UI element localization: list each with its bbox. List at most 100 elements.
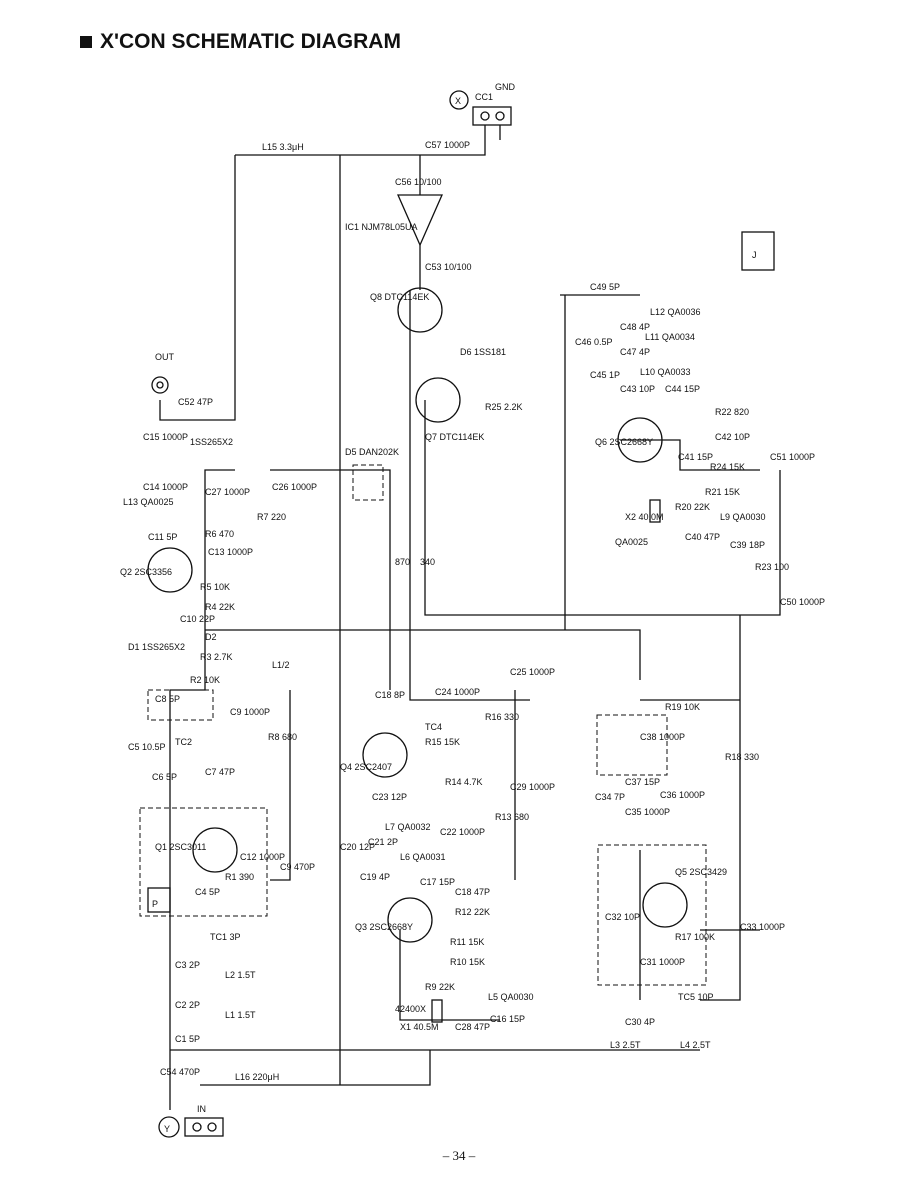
c36-label: C36 1000P [660, 790, 705, 800]
q1-label: Q1 2SC3011 [155, 842, 206, 852]
c52-label: C52 47P [178, 397, 213, 407]
r5-label: R5 10K [200, 582, 230, 592]
x2-label: X2 40.0M [625, 512, 664, 522]
d5-box [352, 464, 384, 501]
tc5-label: TC5 10P [678, 992, 714, 1002]
q3-emitter-wire [399, 930, 500, 1021]
q7-branch-wire [424, 400, 781, 616]
c12-label: C12 1000P [240, 852, 285, 862]
c39-label: C39 18P [730, 540, 765, 550]
r11-label: R11 15K [450, 937, 484, 947]
c29-label: C29 1000P [510, 782, 555, 792]
l13-label: L13 QA0025 [123, 497, 174, 507]
c8-shield-box [147, 689, 214, 721]
c38-shield-box [596, 714, 668, 776]
c15-label: C15 1000P [143, 432, 188, 442]
c6-label: C6 5P [152, 772, 177, 782]
c45-label: C45 1P [590, 370, 620, 380]
r17-label: R17 100K [675, 932, 715, 942]
d5-label: D5 DAN202K [345, 447, 399, 457]
q7-transistor [415, 377, 461, 423]
j-section-box [741, 231, 775, 271]
r3-label: R3 2.7K [200, 652, 233, 662]
l11-label: L11 QA0034 [645, 332, 695, 342]
c46-label: C46 0.5P [575, 337, 613, 347]
q8-label: Q8 DTC114EK [370, 292, 429, 302]
q6-emitter-wire [620, 439, 760, 471]
top-supply-wire [235, 125, 486, 156]
c43-label: C43 10P [620, 384, 655, 394]
x1-crystal [431, 999, 443, 1023]
c10-label: C10 22P [180, 614, 215, 624]
q2-label: Q2 2SC3356 [120, 567, 172, 577]
section-y-label: Y [164, 1124, 170, 1134]
output-wire [159, 155, 236, 421]
c5-label: C5 10.5P [128, 742, 166, 752]
c13-label: C13 1000P [208, 547, 253, 557]
r15-label: R15 15K [425, 737, 460, 747]
c17-label: C17 15P [420, 877, 455, 887]
in-pin-1 [192, 1122, 202, 1132]
q5-transistor [642, 882, 688, 928]
r16-label: R16 330 [485, 712, 519, 722]
d2-label: D2 [205, 632, 217, 642]
ic1-label: IC1 NJM78L05UA [345, 222, 418, 232]
q3-label: Q3 2SC2668Y [355, 922, 413, 932]
c30-label: C30 4P [625, 1017, 655, 1027]
x1-label: X1 40.5M [400, 1022, 439, 1032]
section-x-label: X [455, 96, 461, 106]
l9-label: L9 QA0030 [720, 512, 766, 522]
c51-label: C51 1000P [770, 452, 815, 462]
page-number: – 34 – [442, 1148, 476, 1163]
c48-label: C48 4P [620, 322, 650, 332]
r4-label: R4 22K [205, 602, 235, 612]
c41-label: C41 15P [678, 452, 713, 462]
c24-label: C24 1000P [435, 687, 480, 697]
page-title: X'CON SCHEMATIC DIAGRAM [80, 30, 401, 54]
c26-label: C26 1000P [272, 482, 317, 492]
c16-label: C16 15P [490, 1014, 525, 1024]
r8-label: R8 680 [268, 732, 297, 742]
c56-label: C56 10/100 [395, 177, 442, 187]
r18-wire [700, 615, 741, 1001]
c42-label: C42 10P [715, 432, 750, 442]
r2-label: R2 10K [190, 675, 220, 685]
c47-label: C47 4P [620, 347, 650, 357]
in-connector [184, 1117, 224, 1137]
mixer-feed-wire [205, 629, 641, 680]
c32-label: C32 10P [605, 912, 640, 922]
q1-shield-box [139, 807, 268, 917]
r13-label: R13 680 [495, 812, 529, 822]
d5-branch-wire [270, 469, 391, 690]
l7-label: L7 QA0032 [385, 822, 431, 832]
r14-label: R14 4.7K [445, 777, 483, 787]
c3-label: C3 2P [175, 960, 200, 970]
c18b-label: C18 47P [455, 887, 490, 897]
x1-wire [340, 1050, 431, 1086]
section-j-label: J [752, 250, 757, 260]
l3-label: L3 2.5T [610, 1040, 641, 1050]
c20-label: C20 12P [340, 842, 375, 852]
x2-crystal [649, 499, 661, 523]
c50-label: C50 1000P [780, 597, 825, 607]
l10-label: L10 QA0033 [640, 367, 691, 377]
c40-label: C40 47P [685, 532, 720, 542]
cc1-gnd-connector [472, 106, 512, 126]
cc1-pin [480, 111, 490, 121]
in-pin-2 [207, 1122, 217, 1132]
r24-label: R24 15K [710, 462, 745, 472]
r21-label: R21 15K [705, 487, 740, 497]
c54-label: C54 470P [160, 1067, 200, 1077]
d1-label: D1 1SS265X2 [128, 642, 185, 652]
q4-transistor [362, 732, 408, 778]
l2-label: L2 1.5T [225, 970, 256, 980]
c14-label: C14 1000P [143, 482, 188, 492]
l1-label: L1 1.5T [225, 1010, 256, 1020]
r22-label: R22 820 [715, 407, 749, 417]
c1-label: C1 5P [175, 1034, 200, 1044]
c8-label: C8 5P [155, 694, 180, 704]
in-label: IN [197, 1104, 206, 1114]
r25-label: R25 2.2K [485, 402, 523, 412]
gnd-pin [495, 111, 505, 121]
c37-label: C37 15P [625, 777, 660, 787]
